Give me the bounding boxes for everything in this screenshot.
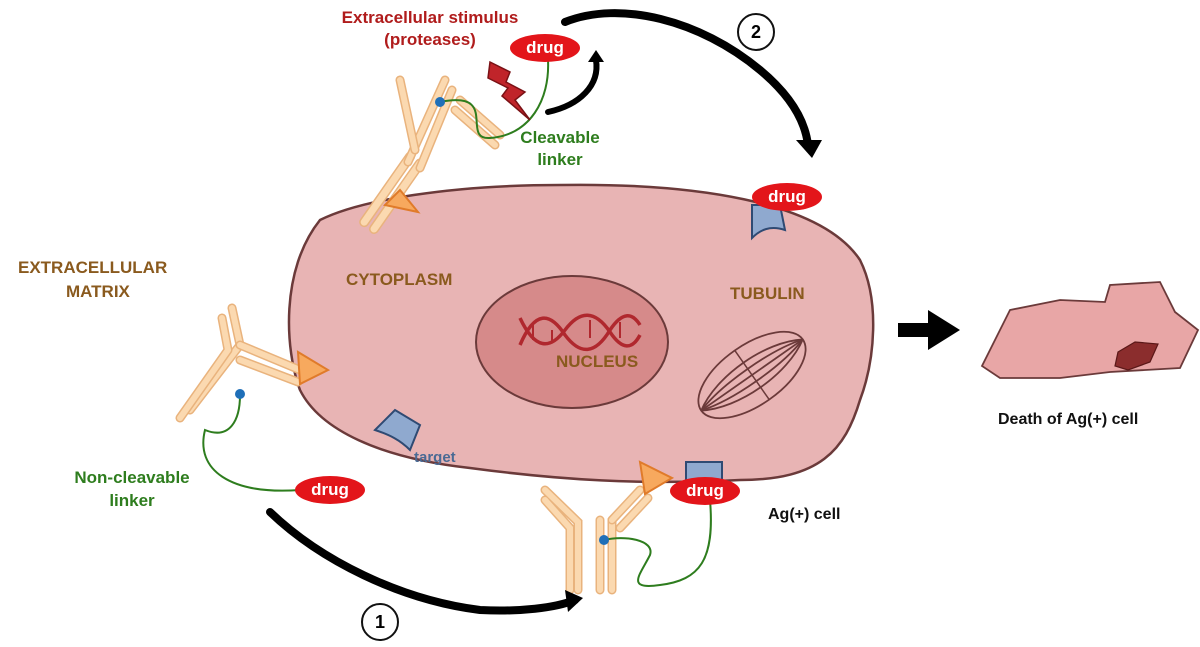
target-receptor-top [751,204,787,241]
arrow-step-2 [561,9,812,149]
label-nucleus: NUCLEUS [556,352,639,371]
non-cleavable-linker-line-bottom [603,499,712,587]
step-2-badge: 2 [737,13,775,51]
arrow-cleavage-loop [545,57,600,115]
arrow-head-cleavage [588,50,604,62]
label-death: Death of Ag(+) cell [998,411,1139,428]
linker-dot-bottom [599,535,609,545]
antibody-top [364,75,505,229]
antibody-left [175,303,305,423]
arrow-step-1 [266,508,579,615]
drug-cleavable: drug [510,34,580,62]
dead-cell-core [1114,341,1159,371]
cleavable-linker-line [439,59,550,140]
linker-dot-left [235,389,245,399]
arrow-head-step-1 [565,590,583,612]
antigen-top [382,188,421,214]
antigen-left [296,350,331,386]
label-cytoplasm: CYTOPLASM [346,270,453,289]
antibody-bottom [540,485,653,595]
dead-cell [980,281,1200,379]
label-tubulin: TUBULIN [730,284,805,303]
non-cleavable-linker-line [202,394,301,492]
label-extracellular-stimulus: Extracellular stimulus [341,8,519,27]
antigen-bottom [638,460,675,496]
label-non-cleavable-1: Non-cleavable [74,468,190,487]
label-ag-cell: Ag(+) cell [768,506,841,523]
drug-non-cleavable: drug [295,476,365,504]
label-cleavable-1: Cleavable [520,128,600,147]
label-target: target [414,449,456,466]
label-extracellular-2: MATRIX [66,282,130,301]
right-arrow-icon [898,310,960,350]
lightning-bolt-icon [487,60,531,121]
drug-top-right: drug [752,183,822,211]
label-extracellular-1: EXTRACELLULAR [18,258,168,277]
microtubule-spindle-icon [697,330,807,420]
linker-dot-top [435,97,445,107]
target-receptor-inner [373,408,422,452]
step-1-badge: 1 [361,603,399,641]
dna-helix-icon [518,313,642,352]
drug-bottom: drug [670,477,740,505]
label-proteases: (proteases) [384,30,476,49]
arrow-head-step-2 [796,140,822,158]
label-non-cleavable-2: linker [109,491,155,510]
label-cleavable-2: linker [537,150,583,169]
